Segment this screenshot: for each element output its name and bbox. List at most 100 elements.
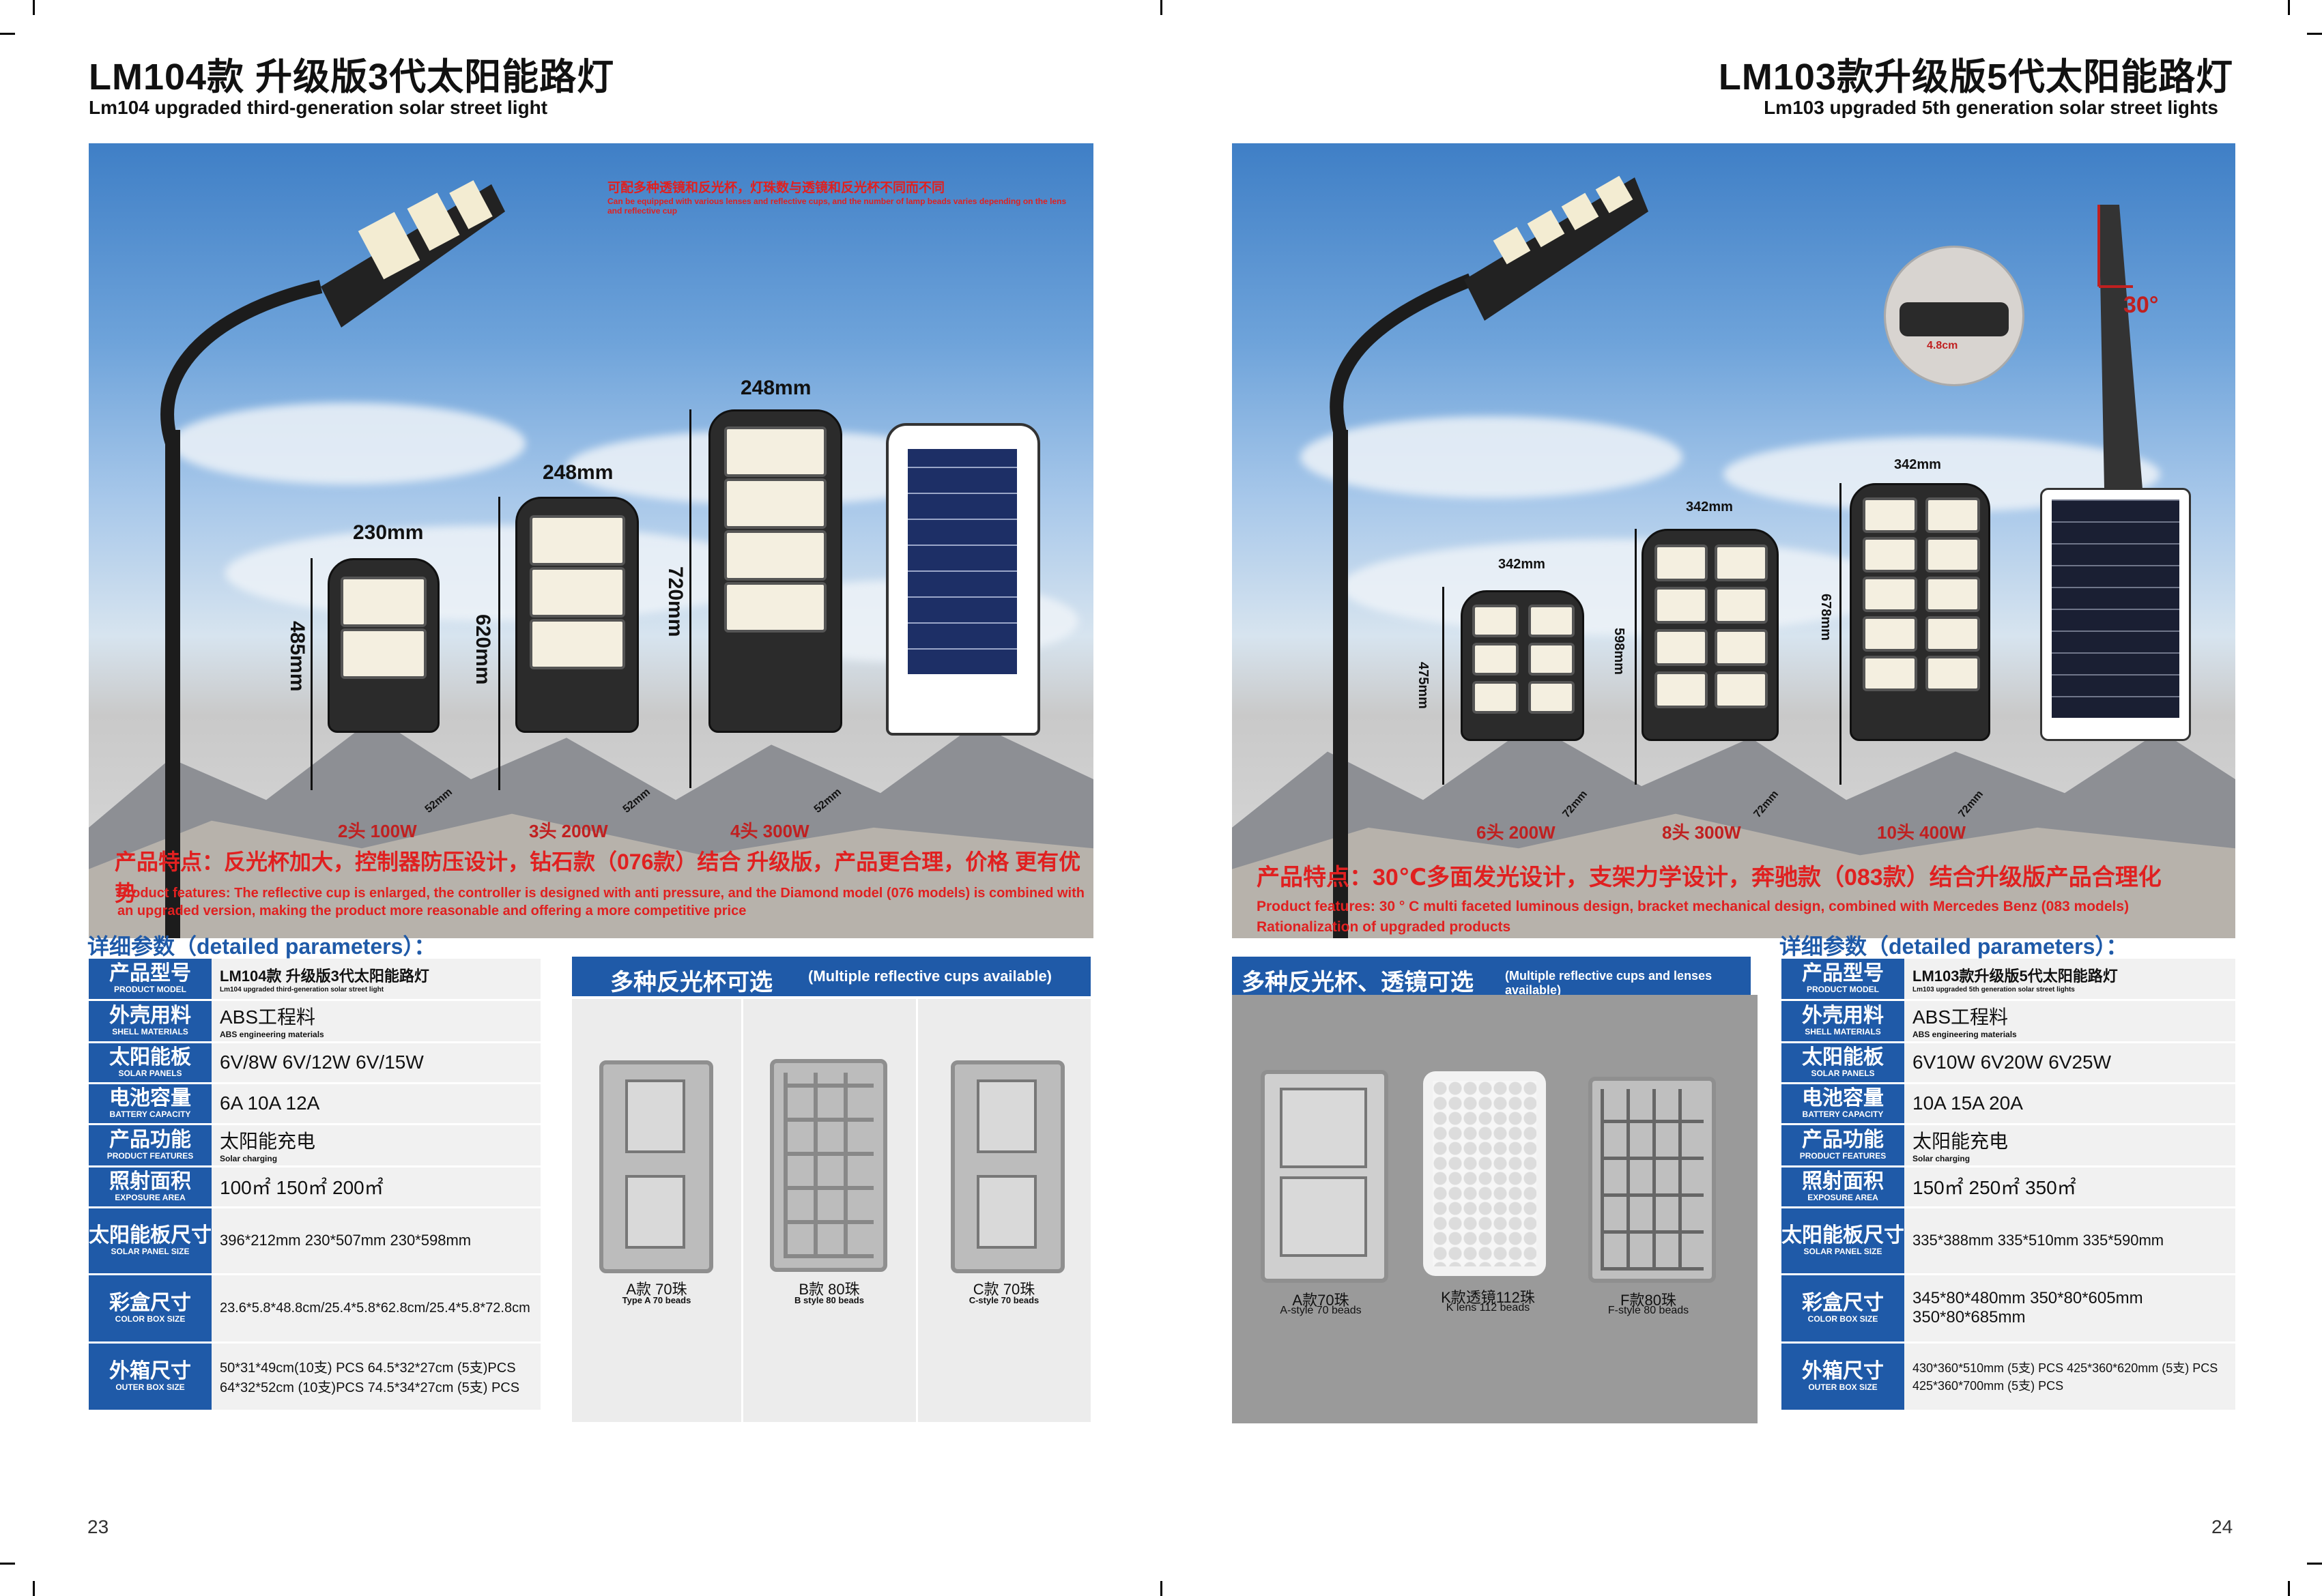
cup-f-label: F款80珠	[1620, 1292, 1676, 1309]
crop-mark	[0, 1563, 15, 1565]
crop-mark	[1160, 0, 1162, 15]
solar-cells	[908, 449, 1017, 674]
crop-mark	[2307, 1563, 2322, 1565]
cup-c-sub: C-style 70 beads	[969, 1295, 1040, 1305]
caption-lamp-3: 4头 300W	[730, 821, 809, 841]
dim-height-3: 678mm	[1818, 594, 1833, 641]
dim-line	[1442, 587, 1444, 785]
cup-b-label: B款 80珠	[799, 1281, 860, 1298]
solar-cells	[2052, 499, 2179, 718]
note-en: Can be equipped with various lenses and …	[607, 197, 1067, 216]
side-profile	[2097, 205, 2147, 560]
features-cn: 产品特点：反光杯加大，控制器防压设计，钻石款（076款）结合 升级版，产品更合理…	[115, 850, 1081, 905]
lens-k-sub: K lens 112 beads	[1446, 1302, 1530, 1314]
dim-height-3: 720mm	[664, 566, 687, 637]
crop-mark	[2307, 33, 2322, 35]
cups-header: 多种反光杯、透镜可选 (Multiple reflective cups and…	[1232, 957, 1751, 997]
lamp-pole	[1333, 430, 1348, 938]
product-photo: 可配多种透镜和反光杯，灯珠数与透镜和反光杯不同而不同 Can be equipp…	[89, 143, 1093, 938]
dim-line	[689, 409, 691, 788]
page-subtitle: Lm103 upgraded 5th generation solar stre…	[1764, 97, 2218, 118]
cup-a	[1261, 1070, 1388, 1283]
lamp-3-head	[515, 497, 639, 733]
cups-panel: A款70珠 A-style 70 beads K款透镜112珠 K lens 1…	[1232, 995, 1758, 1423]
page-number: 23	[87, 1516, 109, 1537]
dim-width-1: 342mm	[1498, 557, 1545, 572]
lamp-arm	[1330, 175, 1648, 439]
product-photo: 4.8cm 30° 342mm 475mm 342mm 598mm	[1232, 143, 2235, 938]
cup-b	[770, 1059, 887, 1272]
dim-width-2: 342mm	[1686, 499, 1733, 514]
cup-f-sub: F-style 80 beads	[1607, 1305, 1689, 1316]
crop-mark	[33, 0, 35, 15]
features-en: Product features: 30 ° C multi faceted l…	[1257, 899, 2130, 935]
page-title: LM104款 升级版3代太阳能路灯	[89, 57, 615, 98]
caption-lamp-2: 3头 200W	[529, 821, 608, 841]
dim-width-2: 248mm	[543, 461, 614, 484]
crop-mark	[1160, 1581, 1162, 1596]
note-cn: 可配多种透镜和反光杯，灯珠数与透镜和反光杯不同而不同	[607, 181, 945, 195]
lamp-8-head	[1642, 529, 1779, 741]
angle-label: 30°	[2123, 292, 2159, 318]
lens-k-label: K款透镜112珠	[1441, 1289, 1535, 1306]
cups-header: 多种反光杯可选 (Multiple reflective cups availa…	[572, 957, 1091, 996]
dim-height-2: 620mm	[472, 614, 494, 685]
cup-a	[599, 1060, 713, 1273]
crop-mark	[0, 33, 15, 35]
crop-mark	[2288, 0, 2290, 15]
cup-c-label: C款 70珠	[973, 1281, 1035, 1298]
lens-k	[1423, 1071, 1546, 1276]
solar-panel-back	[2040, 488, 2191, 741]
cup-c	[951, 1060, 1065, 1273]
params-title: 详细参数（detailed parameters）：	[87, 934, 436, 959]
cup-f	[1588, 1077, 1716, 1283]
dim-width-3: 248mm	[741, 377, 812, 399]
crop-mark	[33, 1581, 35, 1596]
cup-a-sub: Type A 70 beads	[622, 1295, 691, 1305]
crop-mark	[2288, 1581, 2290, 1596]
inset-circle: 4.8cm	[1884, 246, 2024, 386]
caption-lamp-1: 6头 200W	[1476, 822, 1556, 843]
cup-a-label: A款 70珠	[626, 1281, 687, 1298]
inset-dim: 4.8cm	[1927, 340, 1958, 351]
page-number: 24	[2211, 1516, 2233, 1537]
lamp-pole	[165, 430, 180, 938]
features-en: Product features: The reflective cup is …	[117, 886, 1085, 918]
dim-height-2: 598mm	[1611, 628, 1626, 675]
page-title: LM103款升级版5代太阳能路灯	[1718, 57, 2233, 98]
dim-line	[1839, 483, 1841, 785]
lamp-10-head	[1850, 483, 1990, 741]
cups-panel: A款 70珠 Type A 70 beads B款 80珠 B style 80…	[572, 999, 1091, 1422]
cup-b-sub: B style 80 beads	[794, 1295, 864, 1305]
dim-line	[1635, 529, 1637, 785]
lamp-6-head	[1461, 590, 1584, 741]
caption-lamp-3: 10头 400W	[1877, 822, 1966, 843]
params-title: 详细参数（detailed parameters）：	[1779, 934, 2128, 959]
mountains	[89, 716, 1093, 938]
dim-height-1: 485mm	[286, 621, 309, 692]
dim-width-3: 342mm	[1894, 457, 1941, 472]
page-subtitle: Lm104 upgraded third-generation solar st…	[89, 97, 548, 118]
dim-width-1: 230mm	[353, 521, 424, 544]
lamp-4-head	[708, 409, 842, 733]
dim-height-1: 475mm	[1416, 662, 1431, 709]
mountains	[1232, 723, 2235, 938]
cup-a-sub: A-style 70 beads	[1280, 1305, 1362, 1316]
